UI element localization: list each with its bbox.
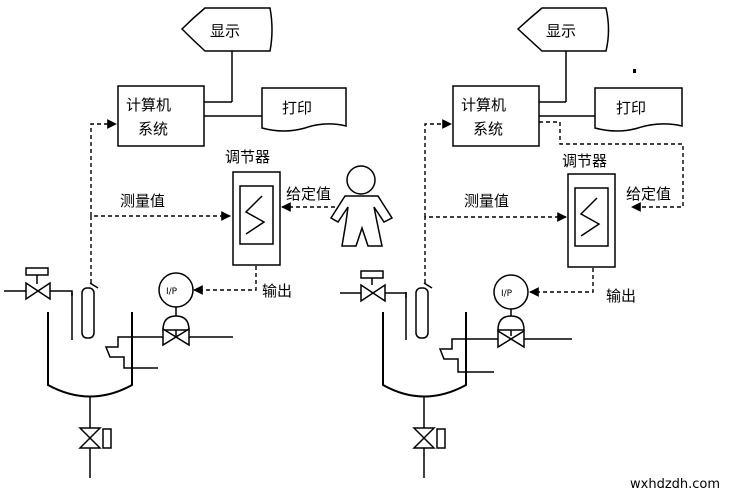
computer-system-node: 计算机 系统 (117, 85, 205, 147)
controller-node-right (567, 173, 616, 268)
computer-system-node-right: 计算机 系统 (452, 85, 540, 147)
computer-label-line1-right: 计算机 (461, 96, 506, 114)
ip-converter: I/P (158, 272, 194, 308)
inlet-valve (4, 267, 73, 301)
print-label: 打印 (282, 99, 312, 117)
controller-label-right: 调节器 (562, 152, 607, 170)
controller-symbol-right (579, 197, 601, 237)
computer-input-signal-right (424, 119, 452, 217)
setpoint-label-right: 给定值 (626, 185, 671, 203)
output-label: 输出 (262, 282, 292, 300)
output-signal-right (529, 268, 594, 297)
outlet-valve-right (412, 397, 446, 478)
print-node-right: 打印 (594, 87, 683, 132)
controller-node (232, 171, 281, 266)
display-node: 显示 (180, 7, 273, 52)
left-system: 显示 计算机 系统 打印 调节器 给定值 (4, 7, 394, 478)
computer-input-signal (90, 119, 117, 216)
setpoint-label: 给定值 (286, 185, 331, 203)
print-node: 打印 (261, 87, 347, 132)
inlet-valve-right (340, 270, 407, 303)
reactor-vessel (47, 282, 158, 398)
watermark: wxhdzdh.com (630, 477, 720, 492)
measured-label: 测量值 (120, 192, 165, 210)
print-label-right: 打印 (616, 99, 646, 117)
controller-symbol (244, 195, 266, 235)
computer-label-line1: 计算机 (126, 96, 171, 114)
display-label: 显示 (210, 22, 240, 40)
stray-mark (633, 69, 636, 73)
outlet-valve (78, 397, 112, 478)
setpoint-signal-right (539, 121, 684, 212)
display-node-right: 显示 (516, 7, 610, 52)
computer-label-line2: 系统 (138, 120, 168, 138)
ip-converter-right: I/P (493, 274, 529, 310)
valve-actuator (162, 315, 190, 331)
measured-signal (90, 211, 231, 283)
measured-signal-right (424, 212, 567, 283)
controller-label: 调节器 (225, 148, 270, 166)
ip-label: I/P (166, 287, 178, 297)
valve-actuator-right (497, 315, 525, 331)
ip-label-right: I/P (501, 289, 513, 299)
measured-label-right: 测量值 (464, 192, 509, 210)
computer-label-line2-right: 系统 (473, 120, 503, 138)
display-label-right: 显示 (546, 22, 576, 40)
output-signal (193, 266, 257, 295)
output-label-right: 输出 (606, 287, 636, 305)
operator-icon (329, 165, 394, 247)
reactor-vessel-right (382, 282, 494, 398)
right-system: 显示 计算机 系统 打印 调节器 给定值 测量值 输出 (340, 7, 684, 478)
